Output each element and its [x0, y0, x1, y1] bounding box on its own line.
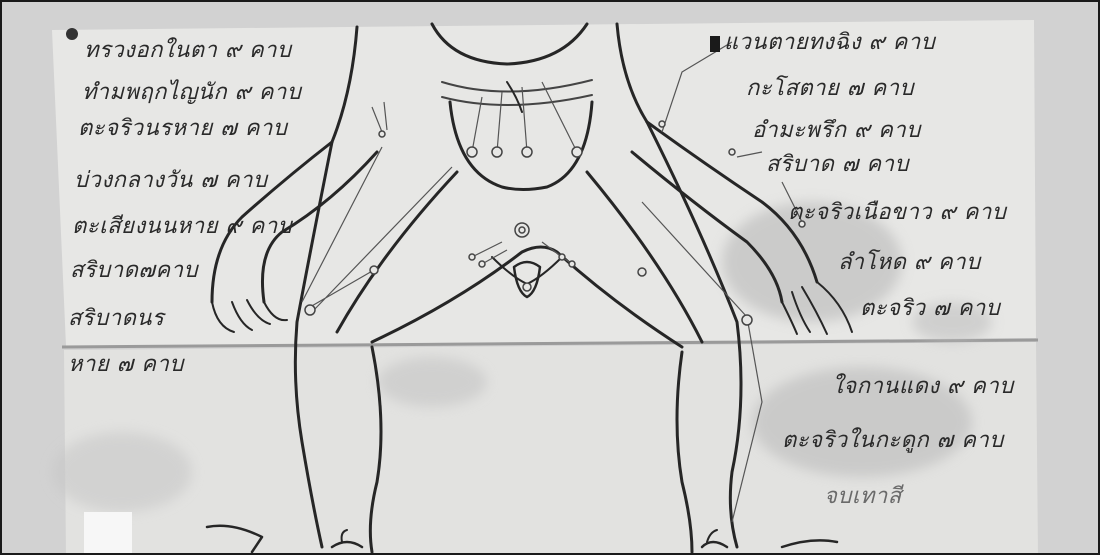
right-label-4: สริบาด ๗ คาบ: [766, 154, 909, 176]
right-label-1: แวนตายทงฉิง ๙ คาบ: [724, 32, 935, 54]
left-label-5: ตะเสียงนนหาย ๙ คาบ: [72, 216, 292, 238]
right-label-7: ตะจริว ๗ คาบ: [860, 298, 1000, 320]
left-label-3: ตะจริวนรหาย ๗ คาบ: [78, 118, 287, 140]
right-label-8: ใจกานแดง ๙ คาบ: [832, 376, 1014, 398]
right-label-6: ลำโหด ๙ คาบ: [838, 252, 981, 274]
right-label-9: ตะจริวในกะดูก ๗ คาบ: [782, 430, 1004, 452]
left-label-1: ทรวงอกในตา ๙ คาบ: [84, 40, 292, 62]
right-label-3: อำมะพรึก ๙ คาบ: [752, 120, 921, 142]
right-label-5: ตะจริวเนือขาว ๙ คาบ: [788, 202, 1006, 224]
left-label-7: สริบาดนร: [68, 308, 164, 330]
left-label-8: หาย ๗ คาบ: [68, 354, 184, 376]
ink-mark: [710, 36, 720, 52]
left-label-2: ทำมพฤกไญนัก ๙ คาบ: [82, 82, 301, 104]
ink-blot: [66, 28, 78, 40]
right-label-10: จบเทาสี: [824, 486, 902, 508]
left-label-4: บ่วงกลางวัน ๗ คาบ: [74, 170, 267, 192]
left-label-6: สริบาด๗คาบ: [70, 260, 198, 282]
right-label-2: กะโสตาย ๗ คาบ: [746, 78, 914, 100]
white-label-patch: [84, 512, 132, 555]
